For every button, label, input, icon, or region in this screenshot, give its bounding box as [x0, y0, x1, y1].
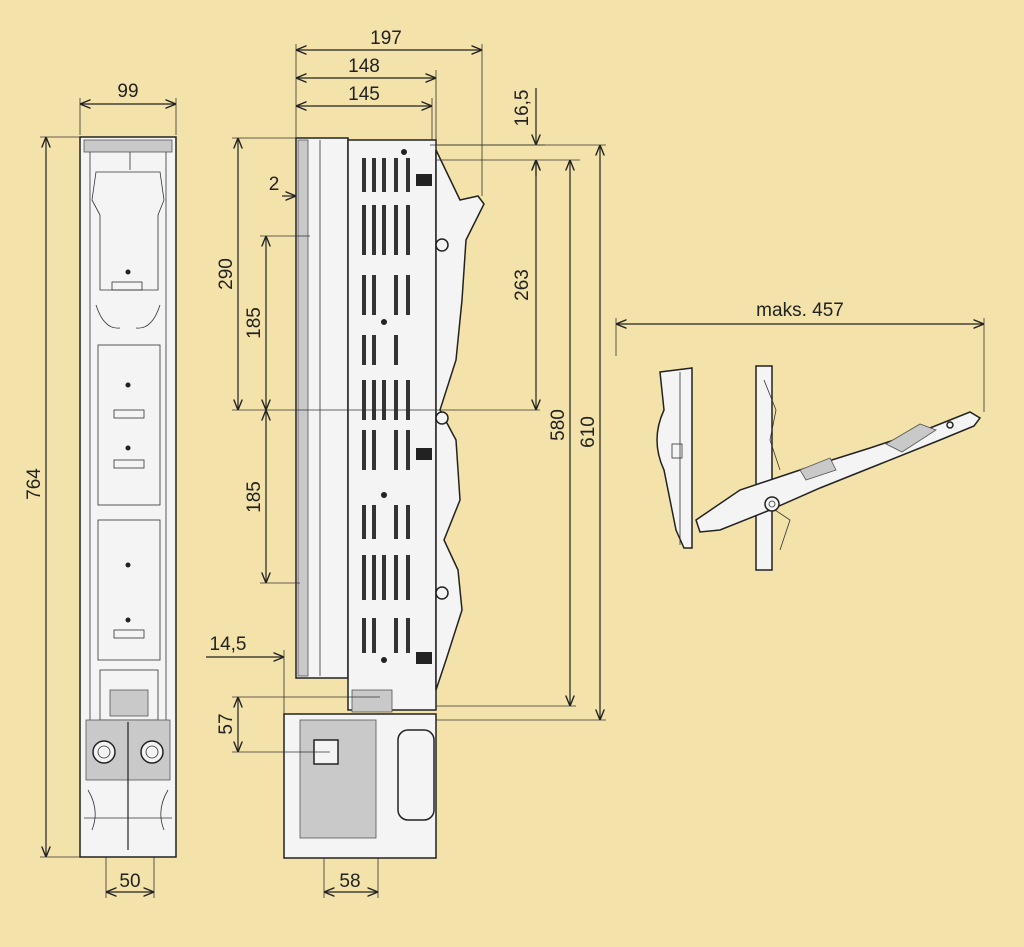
open-position-dimensions: maks. 457 — [615, 300, 985, 412]
open-position-view — [656, 365, 982, 571]
side-view-dimensions: 197 148 145 16,5 2 290 185 185 263 58 — [206, 28, 606, 898]
dim-front-bottom-width: 50 — [119, 871, 140, 892]
dim-side-mid-width: 148 — [348, 56, 380, 77]
dim-side-offset-14-5: 14,5 — [210, 634, 247, 655]
dim-side-height-580: 580 — [548, 409, 569, 441]
dim-side-top-offset: 16,5 — [512, 90, 533, 127]
dim-front-width: 99 — [117, 81, 138, 102]
dim-side-pitch-lower: 185 — [244, 481, 265, 513]
dim-side-inner-height: 263 — [512, 269, 533, 301]
front-view — [79, 136, 177, 858]
vent-slots — [362, 158, 410, 653]
front-view-dimensions: 99 764 50 — [24, 81, 177, 898]
dim-side-total-width: 197 — [370, 28, 402, 49]
dim-side-bottom-width: 58 — [339, 871, 360, 892]
dim-side-offset-57: 57 — [216, 713, 237, 734]
dim-side-height-610: 610 — [578, 416, 599, 448]
dim-side-gap: 2 — [269, 174, 280, 195]
dim-side-upper: 290 — [216, 258, 237, 290]
dim-side-body-width: 145 — [348, 84, 380, 105]
dim-front-height: 764 — [24, 468, 45, 500]
dim-max-open-reach: maks. 457 — [756, 300, 844, 321]
dim-side-pitch-upper: 185 — [244, 307, 265, 339]
side-view — [283, 137, 485, 859]
